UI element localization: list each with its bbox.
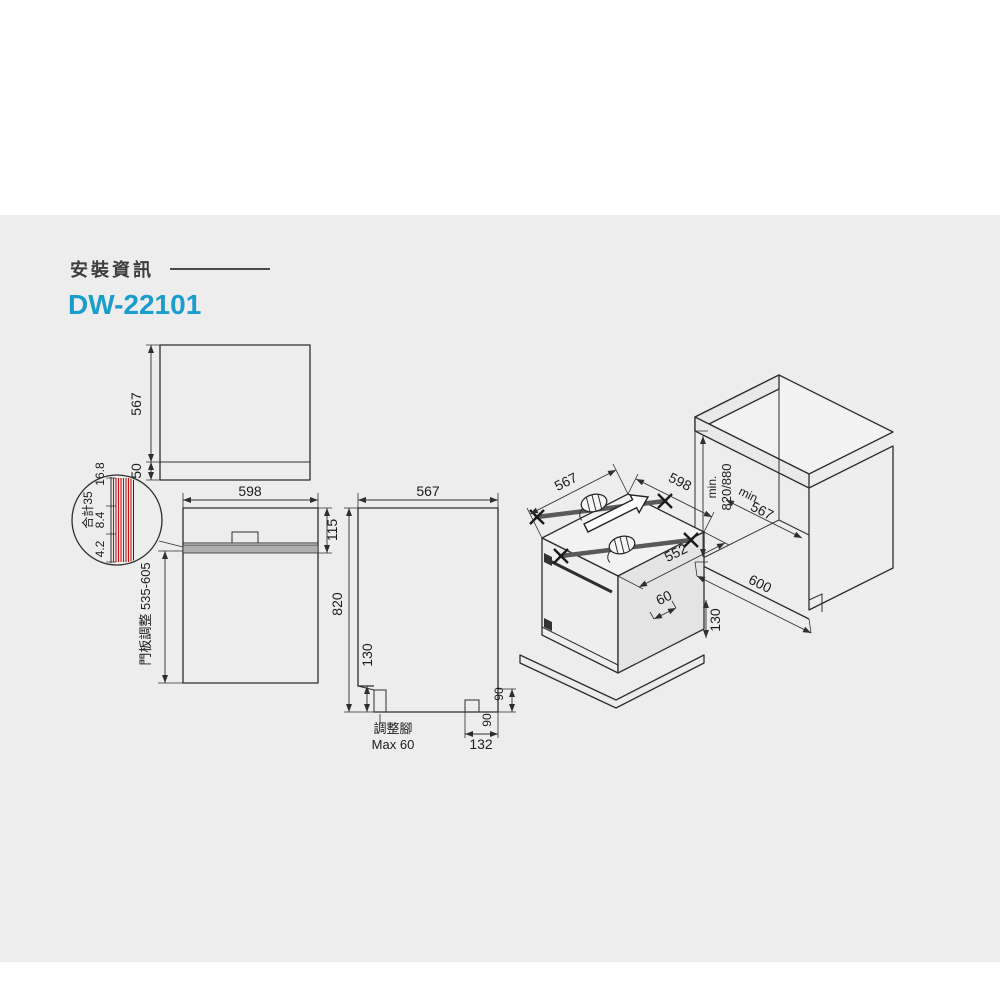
- model-number: DW-22101: [68, 289, 202, 320]
- section-title: 安裝資訊: [70, 260, 154, 280]
- section-header: 安裝資訊: [70, 256, 270, 282]
- title-rule: [170, 268, 270, 270]
- installation-panel: 安裝資訊 DW-22101: [0, 215, 1000, 962]
